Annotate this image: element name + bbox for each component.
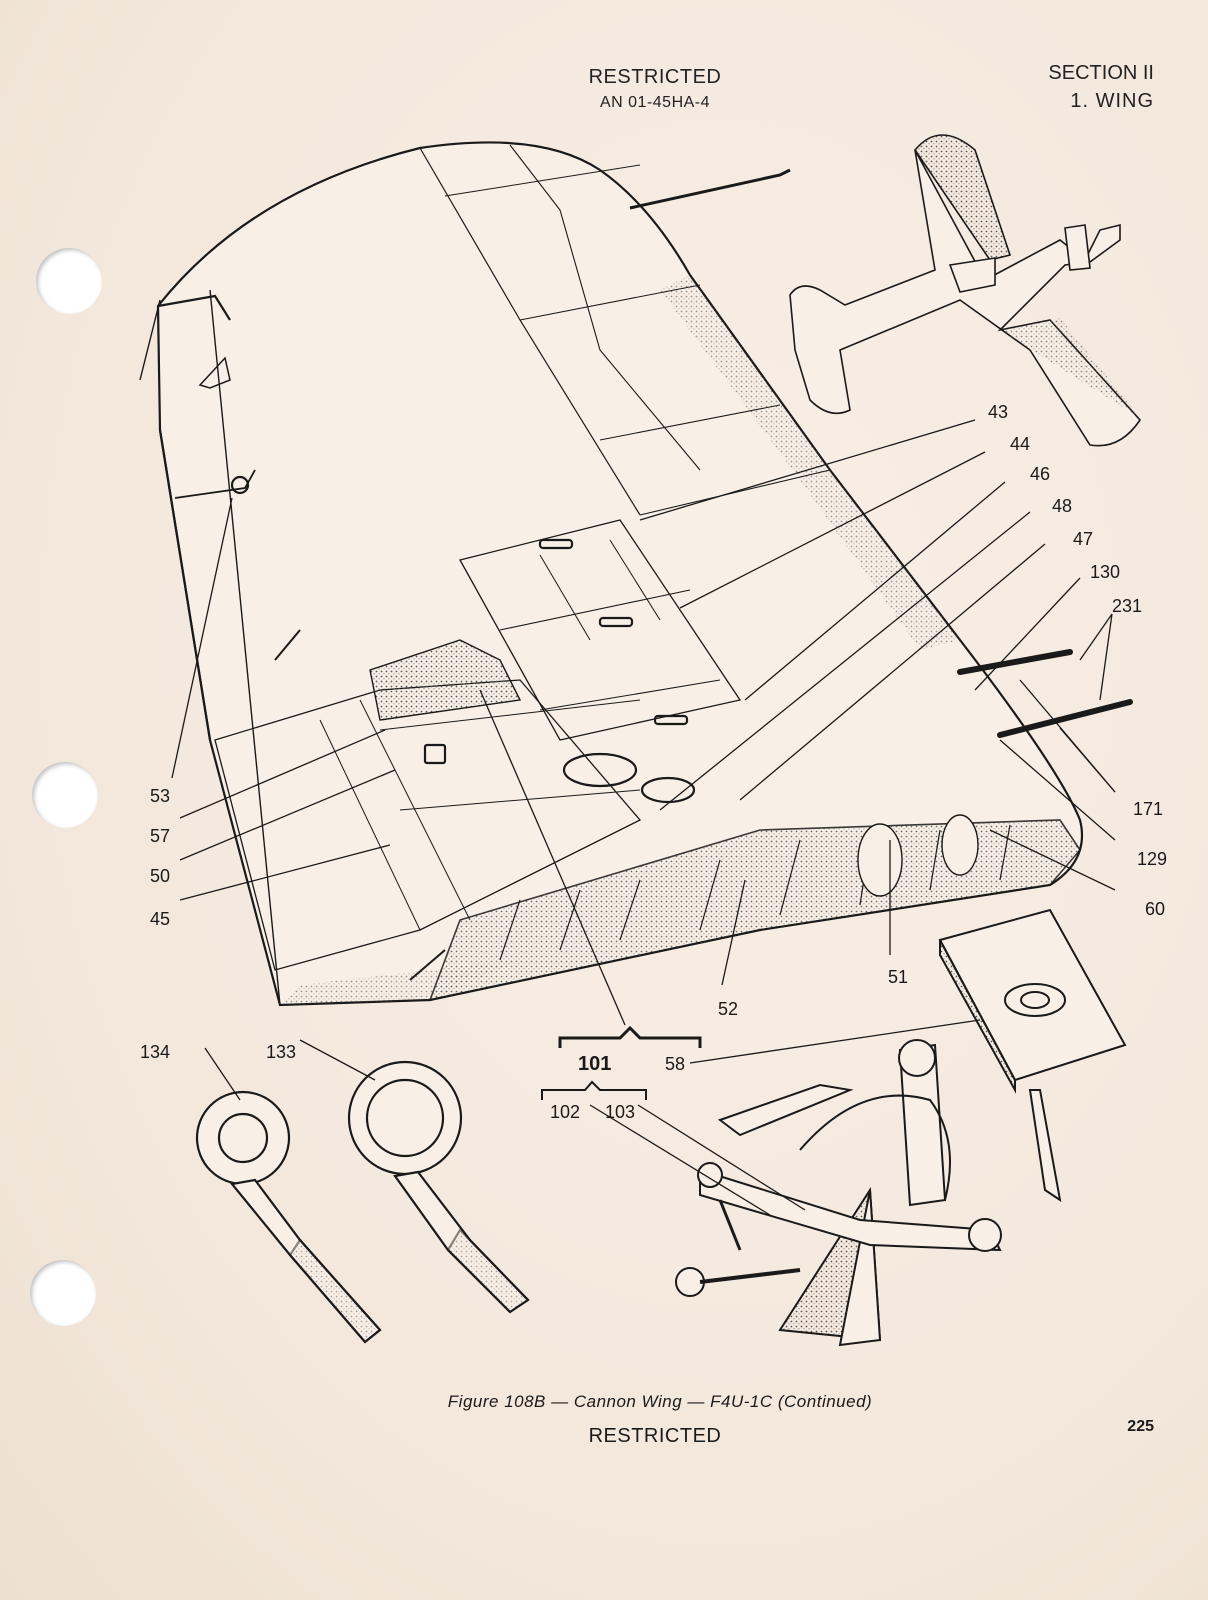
document-number: AN 01-45HA-4 <box>599 94 711 111</box>
binder-hole-bottom <box>30 1260 96 1326</box>
subsection-heading: 1. WING <box>1070 90 1154 112</box>
callout-46: 46 <box>1030 464 1050 484</box>
section-heading: SECTION II <box>1048 62 1154 84</box>
classification-header: RESTRICTED <box>588 66 722 88</box>
figure-caption: Figure 108B — Cannon Wing — F4U-1C (Cont… <box>447 1392 873 1411</box>
wrench-133 <box>347 1060 530 1314</box>
callout-129: 129 <box>1137 849 1167 869</box>
callout-103: 103 <box>605 1102 635 1122</box>
callout-60: 60 <box>1145 899 1165 919</box>
callout-48: 48 <box>1052 496 1072 516</box>
callout-47: 47 <box>1073 529 1093 549</box>
leader-lines <box>171 419 1116 1216</box>
callout-50: 50 <box>150 866 170 886</box>
callout-130: 130 <box>1090 562 1120 582</box>
callout-57: 57 <box>150 826 170 846</box>
binder-hole-middle <box>32 762 98 828</box>
callout-231: 231 <box>1112 596 1142 616</box>
classification-footer: RESTRICTED <box>588 1425 722 1447</box>
hinge-mechanism <box>675 908 1127 1347</box>
callout-53: 53 <box>150 786 170 806</box>
callout-58: 58 <box>665 1054 685 1074</box>
callout-102: 102 <box>550 1102 580 1122</box>
callout-101: 101 <box>578 1053 611 1075</box>
callout-43: 43 <box>988 402 1008 422</box>
callout-133: 133 <box>266 1042 296 1062</box>
callout-51: 51 <box>888 967 908 987</box>
callout-52: 52 <box>718 999 738 1019</box>
page-number: 225 <box>1127 1418 1154 1435</box>
wrench-134 <box>195 1090 382 1344</box>
wing-panel <box>139 141 1133 1007</box>
binder-hole-top <box>36 248 102 314</box>
aircraft-locator-inset <box>789 134 1142 447</box>
callout-labels: 43 44 46 48 47 130 231 171 129 60 51 52 … <box>140 402 1167 1122</box>
callout-134: 134 <box>140 1042 170 1062</box>
callout-171: 171 <box>1133 799 1163 819</box>
callout-44: 44 <box>1010 434 1030 454</box>
callout-45: 45 <box>150 909 170 929</box>
